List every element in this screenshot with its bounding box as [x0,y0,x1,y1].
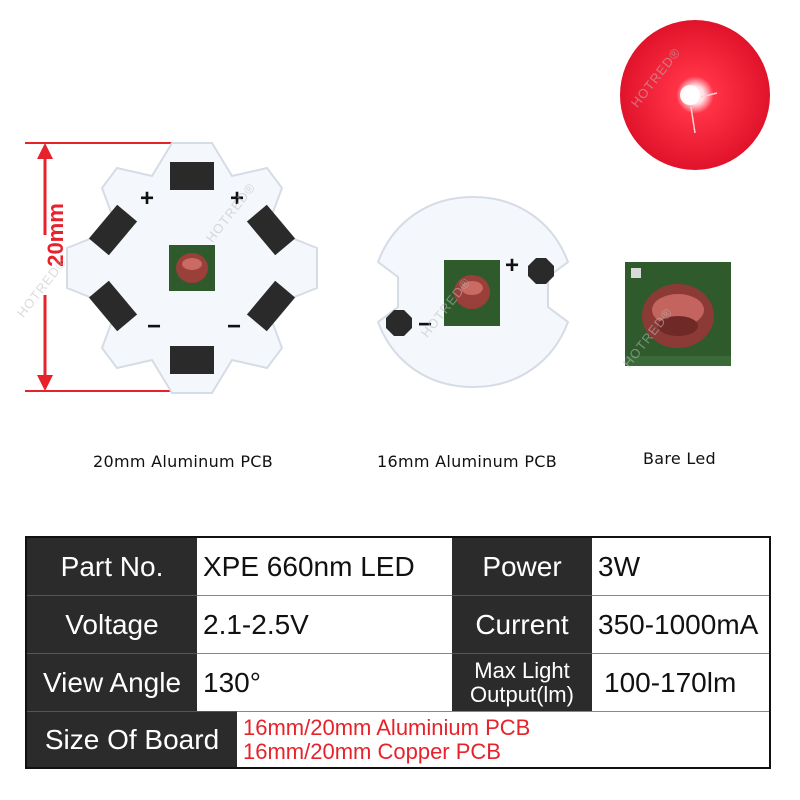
pcb-16mm-round [376,195,570,389]
voltage-value: 2.1-2.5V [197,595,452,653]
spec-table: Part No. XPE 660nm LED Power 3W Voltage … [25,536,771,769]
current-label: Current [452,595,592,653]
power-label: Power [452,538,592,595]
caption-bare-led: Bare Led [643,449,716,468]
pcb20-plus-left: + [140,185,155,212]
size-of-board-value: 16mm/20mm Aluminium PCB 16mm/20mm Copper… [237,711,769,767]
max-light-label-line1: Max Light [474,657,570,683]
size-of-board-label: Size Of Board [27,711,237,767]
voltage-label: Voltage [27,595,197,653]
pcb20-plus-right: + [230,185,245,212]
part-no-label: Part No. [27,538,197,595]
max-light-label: Max Light Output(lm) [452,653,592,711]
caption-16mm-pcb: 16mm Aluminum PCB [377,452,558,471]
pcb20-minus-right: − [227,313,242,340]
power-value: 3W [592,538,769,595]
view-angle-value: 130° [197,653,452,711]
red-glowing-led-photo [620,20,770,170]
view-angle-label: View Angle [27,653,197,711]
pcb20-minus-left: − [147,313,162,340]
current-value: 350-1000mA [592,595,769,653]
bare-led [625,262,731,366]
size-value-line2: 16mm/20mm Copper PCB [243,738,501,764]
part-no-value: XPE 660nm LED [197,538,452,595]
caption-20mm-pcb: 20mm Aluminum PCB [93,452,274,471]
max-light-value: 100-170lm [592,653,769,711]
pcb16-plus: + [505,252,520,279]
max-light-label-line2: Output(lm) [470,681,574,707]
pcb16-minus: − [418,311,433,338]
pcb-20mm-star [66,142,318,394]
size-value-line1: 16mm/20mm Aluminium PCB [243,714,531,740]
